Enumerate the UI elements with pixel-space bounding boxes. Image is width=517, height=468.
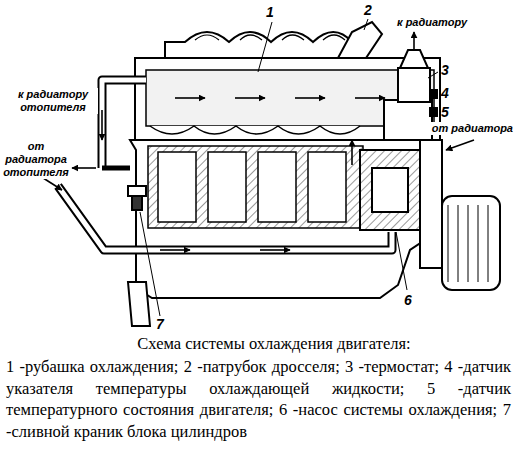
thermostat	[430, 108, 437, 116]
coolant-pipe	[102, 80, 146, 168]
flow-arrow	[40, 32, 474, 250]
water-pump	[448, 205, 488, 282]
flow-arrow	[295, 97, 325, 99]
leader-line	[258, 22, 272, 72]
water-pump	[420, 140, 442, 268]
legend-text: 1 -рубашка охлаждения; 2 -патрубок дросс…	[6, 356, 511, 442]
callout-number: 7	[156, 316, 164, 332]
flow-arrow	[101, 110, 103, 140]
leader-line	[437, 93, 438, 94]
thermostat	[384, 100, 432, 140]
leader-line	[437, 112, 438, 113]
flow-label: от радиатора отопителя	[2, 140, 70, 179]
cylinder-block	[128, 282, 150, 326]
flow-arrow	[72, 167, 96, 169]
cylinder-head	[135, 58, 440, 140]
cylinder-liners	[158, 152, 196, 222]
cylinder-liners	[208, 152, 246, 222]
flow-arrow	[160, 249, 190, 251]
cylinder-liners	[148, 146, 363, 228]
flow-arrow	[351, 140, 353, 165]
flow-label: от радиатора	[431, 122, 514, 135]
cylinder-block	[130, 140, 440, 298]
thermostat	[430, 90, 437, 98]
thermostat	[384, 50, 437, 140]
callout-number: 5	[441, 104, 449, 120]
leader-line	[428, 72, 438, 78]
leader-line	[396, 232, 407, 290]
callout-number: 3	[441, 62, 449, 78]
thermostat	[398, 68, 430, 102]
coolant-pipe	[58, 80, 392, 250]
coolant-pipe	[102, 80, 146, 168]
leader-line	[140, 212, 160, 316]
cylinder-liners	[148, 146, 363, 228]
flow-arrow	[446, 140, 474, 150]
leader-line	[364, 19, 368, 30]
flow-arrow	[235, 97, 265, 99]
throttle-pipe	[338, 22, 382, 58]
throttle-pipe	[338, 22, 382, 58]
cylinder-liners	[258, 152, 296, 222]
flow-arrow	[413, 32, 415, 50]
callout-number: 6	[404, 292, 412, 308]
coolant-pipe	[58, 186, 392, 250]
cylinder-head	[135, 58, 440, 140]
drain-cock	[132, 196, 142, 210]
coolant-pipe	[58, 186, 392, 250]
thermostat	[400, 50, 428, 68]
water-jacket	[150, 126, 360, 134]
drain-cock	[128, 186, 146, 196]
cylinder-liners	[308, 152, 346, 222]
flow-arrow	[355, 97, 385, 99]
flow-arrow	[260, 249, 290, 251]
callout-number: 4	[441, 85, 449, 101]
water-pump	[360, 150, 420, 230]
callout-number: 2	[364, 2, 372, 18]
water-pump	[372, 168, 408, 212]
callout-number: 1	[266, 4, 274, 20]
leader-line	[140, 19, 438, 316]
coolant-pipe	[102, 166, 130, 171]
water-pump	[442, 196, 500, 290]
flow-label: к радиатору	[396, 16, 468, 29]
caption: Схема системы охлаждения двигателя:	[34, 334, 514, 354]
valve-cover	[195, 35, 345, 40]
flow-label: к радиатору отопителя	[8, 88, 98, 114]
flow-arrow	[175, 97, 205, 99]
drain-cock	[128, 186, 146, 210]
water-pump	[360, 140, 500, 290]
